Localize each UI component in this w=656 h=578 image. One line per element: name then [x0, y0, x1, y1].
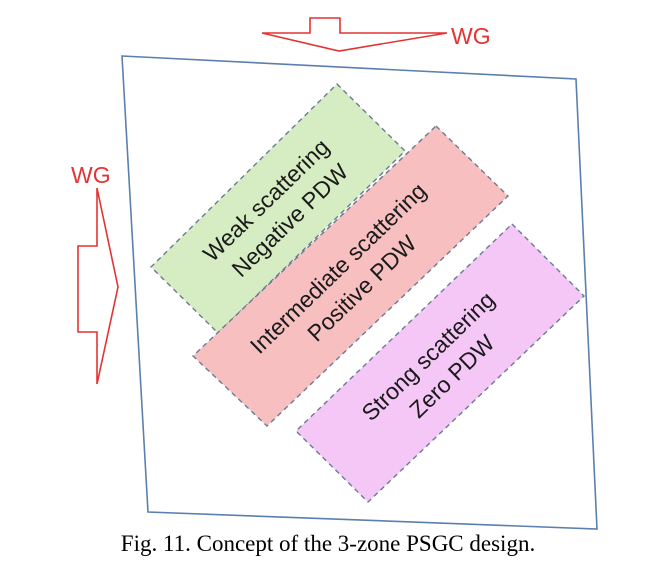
figure-caption: Fig. 11. Concept of the 3-zone PSGC desi… [120, 531, 536, 556]
wg-top-label: WG [451, 23, 491, 49]
zone-intermediate [191, 125, 510, 427]
wg-left-arrow [77, 187, 119, 385]
wg-left-label: WG [71, 162, 111, 188]
device-frame [121, 55, 598, 530]
wg-top-arrow [261, 17, 448, 52]
zone-weak [150, 83, 407, 334]
zone-strong [294, 223, 586, 503]
